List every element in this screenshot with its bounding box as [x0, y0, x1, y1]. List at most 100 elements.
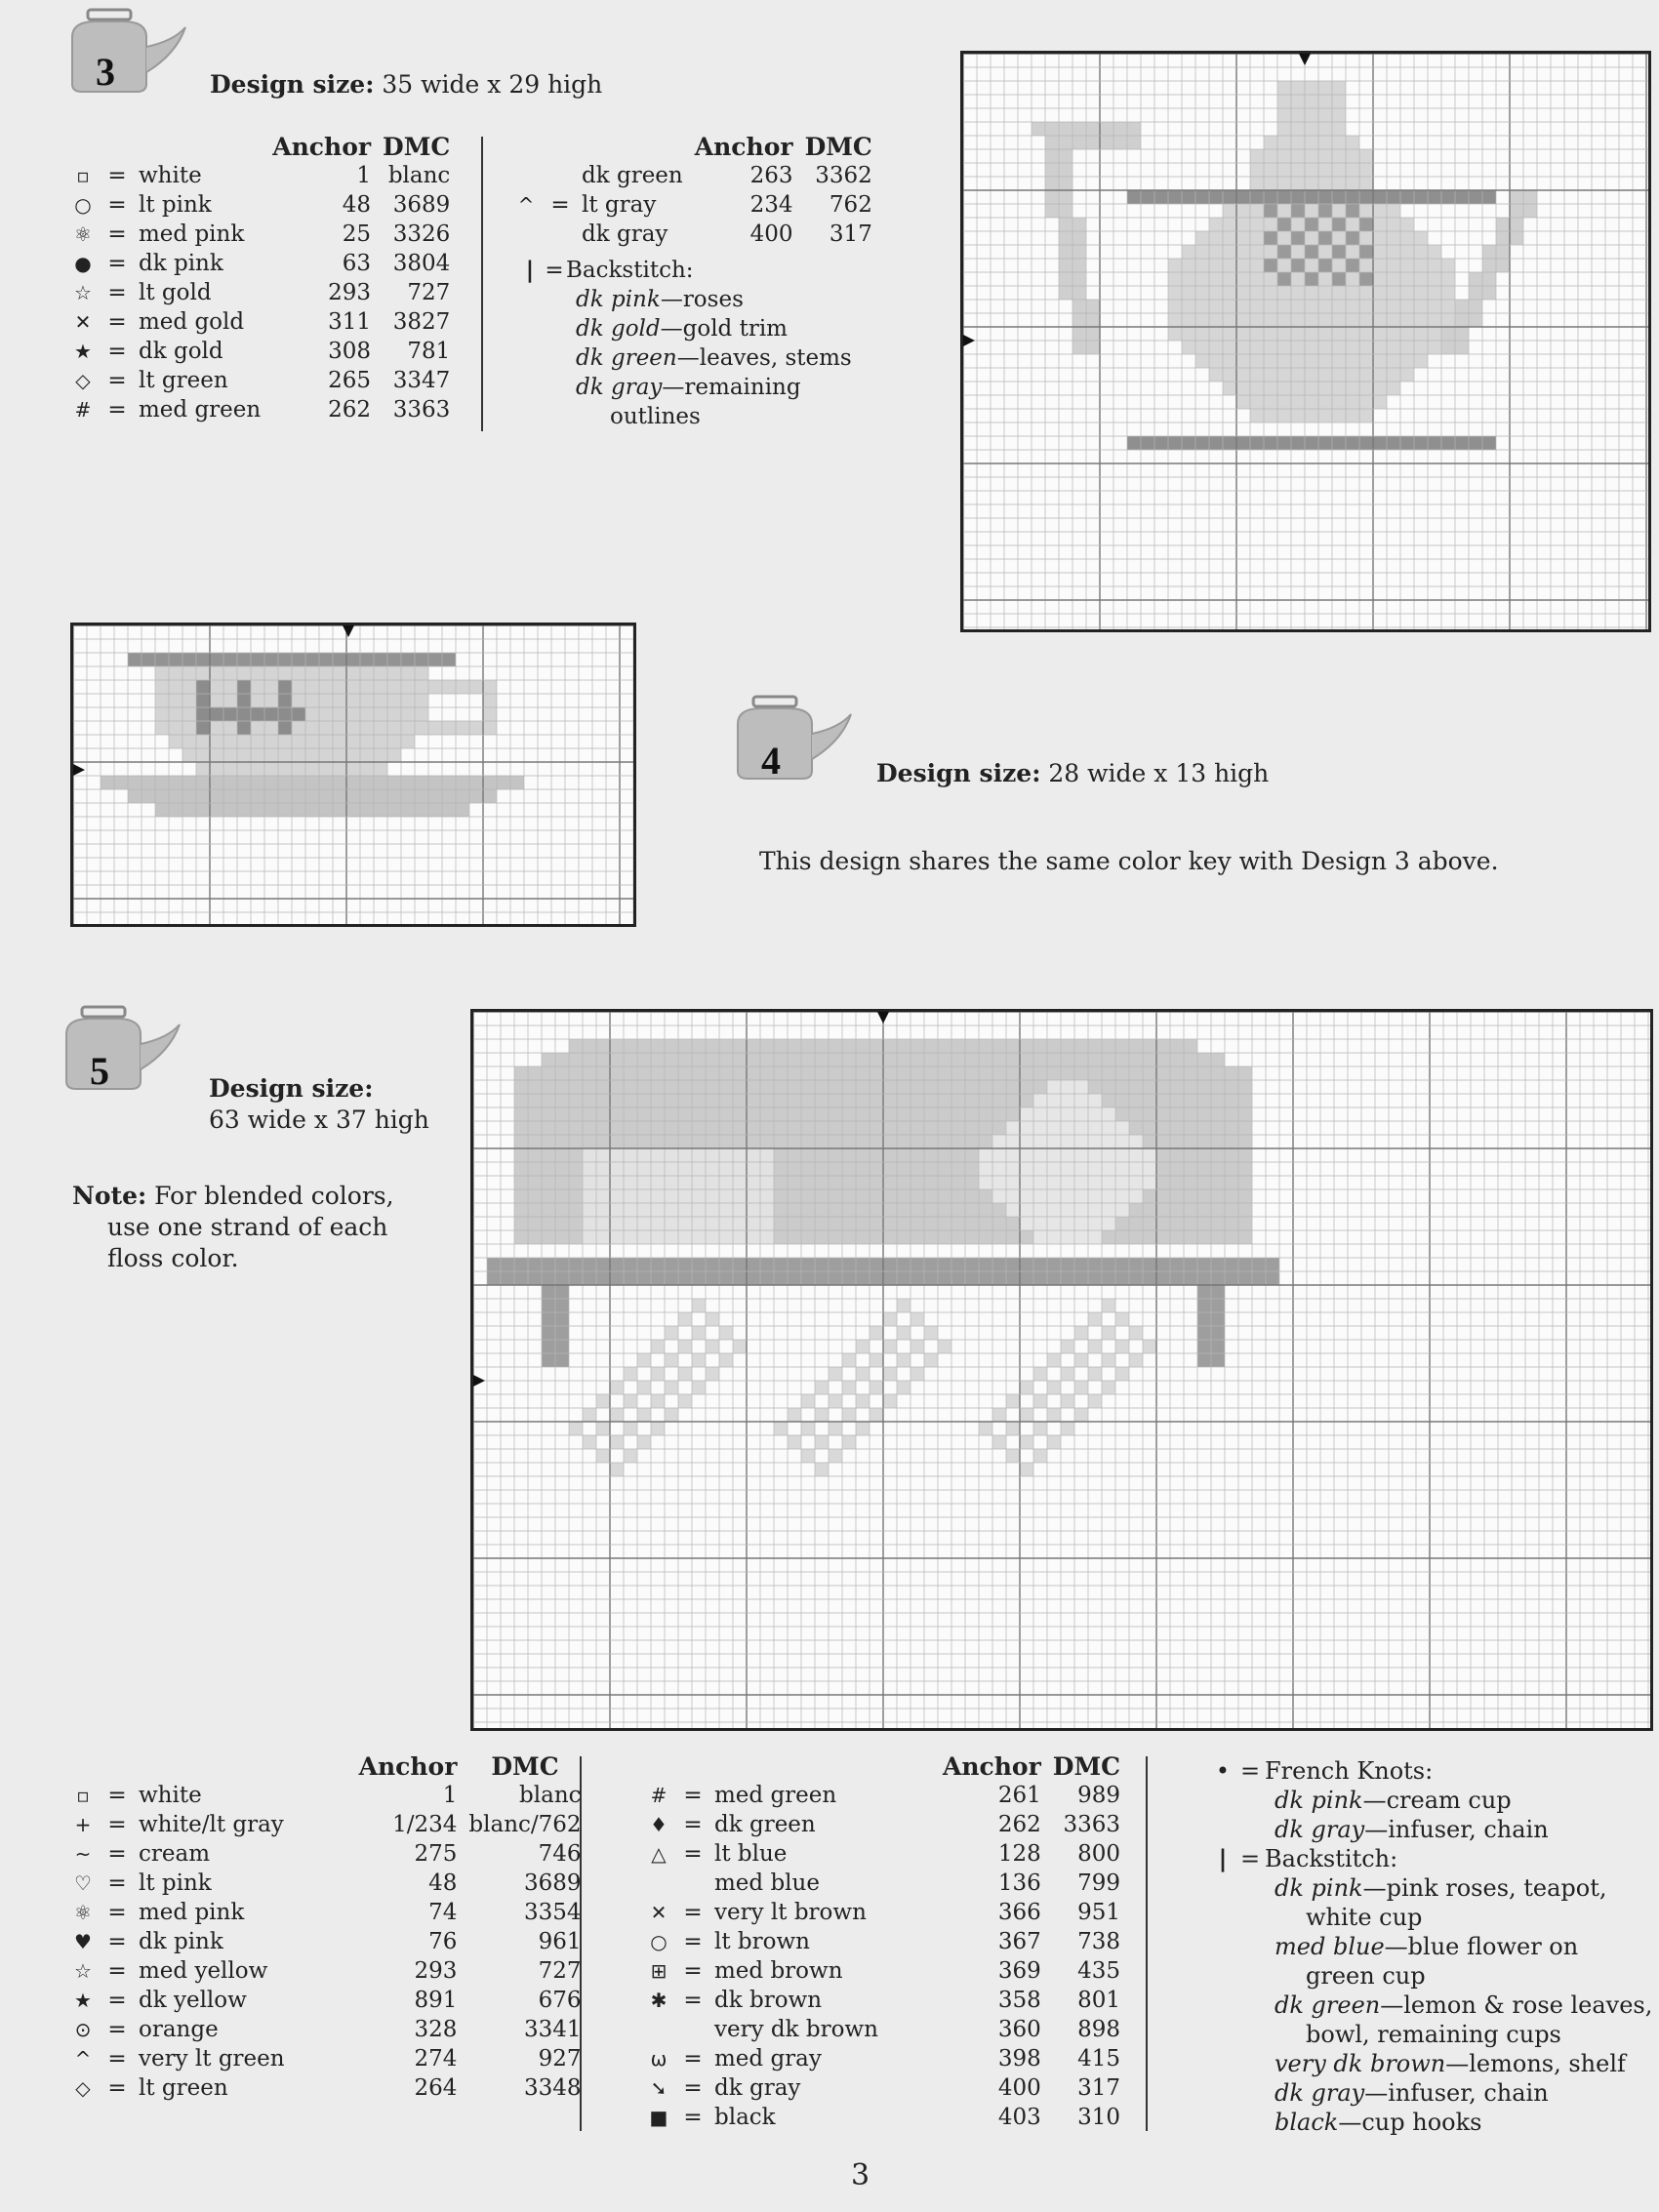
pattern-cell [1277, 382, 1291, 395]
legend-dmc: 3341 [524, 2017, 582, 2042]
pattern-cell [1250, 354, 1264, 368]
pattern-cell [1059, 177, 1072, 190]
pattern-cell [951, 1148, 965, 1162]
pattern-cell [1006, 1422, 1020, 1435]
pattern-cell [992, 1053, 1006, 1066]
pattern-cell [1072, 327, 1086, 341]
legend-symbol: ⊙ [74, 2018, 92, 2041]
stitch-color: very dk brown [1275, 2050, 1446, 2077]
pattern-cell [374, 735, 387, 748]
pattern-cell [910, 1258, 924, 1271]
pattern-cell [1250, 382, 1264, 395]
pattern-cell [965, 1094, 979, 1107]
pattern-cell [387, 694, 401, 707]
pattern-cell [1006, 1217, 1020, 1230]
pattern-cell [774, 1148, 788, 1162]
pattern-cell [1033, 1230, 1047, 1244]
pattern-cell [251, 721, 264, 735]
pattern-cell [1059, 218, 1072, 231]
pattern-cell [678, 1053, 692, 1066]
pattern-cell [210, 735, 223, 748]
pattern-cell [1143, 1066, 1156, 1080]
pattern-cell [938, 1230, 951, 1244]
pattern-cell [870, 1053, 883, 1066]
pattern-cell [965, 1176, 979, 1189]
pattern-cell [1061, 1080, 1074, 1094]
pattern-cell [401, 789, 415, 803]
pattern-cell [788, 1162, 801, 1176]
pattern-cell [1469, 272, 1482, 286]
legend-anchor: 1/234 [392, 1812, 458, 1837]
pattern-cell [610, 1121, 624, 1135]
pattern-cell [237, 694, 251, 707]
pattern-cell [870, 1066, 883, 1080]
pattern-cell [319, 748, 333, 762]
pattern-cell [1318, 286, 1332, 300]
pattern-cell [346, 653, 360, 666]
pattern-cell [1236, 259, 1250, 272]
gold-trim [128, 653, 456, 666]
pattern-cell [1088, 1135, 1102, 1148]
pattern-cell [1006, 1189, 1020, 1203]
stitch-text: —lemon & rose leaves, [1380, 1991, 1653, 2019]
pattern-cell [1006, 1148, 1020, 1162]
pattern-cell [910, 1189, 924, 1203]
legend-anchor: 400 [997, 2075, 1041, 2101]
pattern-cell [1197, 1271, 1211, 1285]
pattern-cell [665, 1217, 678, 1230]
pattern-cell [1225, 1176, 1238, 1189]
pattern-cell [1225, 1148, 1238, 1162]
pattern-cell [1250, 259, 1264, 272]
pattern-cell [870, 1258, 883, 1271]
pattern-cell [555, 1258, 569, 1271]
pattern-cell [678, 1039, 692, 1053]
legend-dmc: 799 [1077, 1870, 1121, 1896]
pattern-cell [665, 1353, 678, 1367]
pattern-cell [1061, 1148, 1074, 1162]
pattern-cell [801, 1271, 815, 1285]
pattern-cell [1047, 1107, 1061, 1121]
pattern-cell [1223, 436, 1236, 450]
legend-symbol: ★ [74, 1989, 92, 2012]
pattern-cell [528, 1121, 542, 1135]
pattern-cell [1291, 341, 1305, 354]
pattern-cell [374, 680, 387, 694]
pattern-cell [542, 1312, 555, 1326]
pattern-cell [1059, 149, 1072, 163]
pattern-cell [1115, 1148, 1129, 1162]
pattern-cell [1170, 1135, 1184, 1148]
pattern-cell [692, 1326, 706, 1340]
pattern-cell [610, 1107, 624, 1121]
pattern-cell [1346, 149, 1359, 163]
pattern-cell [1414, 341, 1428, 354]
stitch-line: med blue—blue flower on [1275, 1932, 1652, 1961]
pattern-cell [1291, 368, 1305, 382]
pattern-cell [387, 789, 401, 803]
pattern-cell [1088, 1367, 1102, 1381]
pattern-cell [1400, 218, 1414, 231]
pattern-cell [1045, 204, 1059, 218]
pattern-cell [1318, 163, 1332, 177]
pattern-cell [1033, 1217, 1047, 1230]
pattern-cell [910, 1271, 924, 1285]
pattern-cell [924, 1107, 938, 1121]
pattern-cell [1400, 354, 1414, 368]
pattern-cell [1074, 1258, 1088, 1271]
pattern-cell [142, 776, 155, 789]
pattern-cell [760, 1066, 774, 1080]
pattern-cell [829, 1053, 842, 1066]
pattern-cell [1170, 1107, 1184, 1121]
legend-name: med gold [139, 309, 245, 335]
pattern-cell [815, 1230, 829, 1244]
pattern-cell [733, 1176, 747, 1189]
pattern-cell [719, 1135, 733, 1148]
pattern-cell [1197, 1080, 1211, 1094]
pattern-cell [1236, 368, 1250, 382]
legend-name: lt gray [582, 192, 657, 218]
pattern-cell [333, 803, 346, 817]
pattern-cell [992, 1039, 1006, 1053]
pattern-cell [1100, 122, 1113, 136]
pattern-cell [610, 1189, 624, 1203]
